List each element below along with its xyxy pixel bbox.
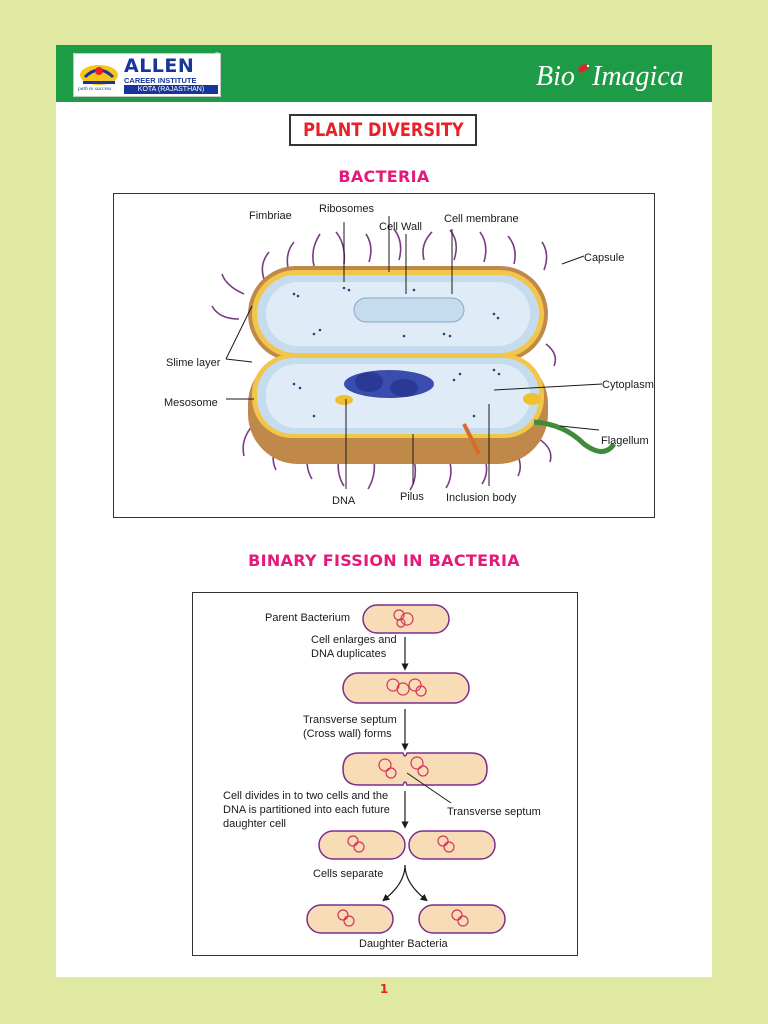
page-title-box: PLANT DIVERSITY: [289, 114, 477, 146]
label-divide-1: Cell divides in to two cells and the: [223, 790, 388, 802]
label-cytoplasm: Cytoplasm: [602, 379, 654, 391]
bio-logo-part1: Bio: [536, 61, 575, 92]
header-bar: ALLEN CAREER INSTITUTE KOTA (RAJASTHAN) …: [56, 45, 712, 102]
bird-icon: [578, 64, 590, 73]
label-ribosomes: Ribosomes: [319, 203, 375, 215]
label-pilus: Pilus: [400, 491, 424, 503]
daughter-cell-right: [418, 904, 506, 934]
label-cell-membrane: Cell membrane: [444, 213, 519, 225]
allen-emblem-icon: [80, 65, 118, 85]
label-capsule: Capsule: [584, 252, 624, 264]
lower-cell: [248, 354, 617, 464]
allen-city: KOTA (RAJASTHAN): [124, 85, 218, 94]
flagellum-shape: [533, 419, 617, 454]
label-divide-2: DNA is partitioned into each future: [223, 804, 390, 816]
binary-fission-figure: Parent Bacterium Cell enlarges and DNA d…: [192, 592, 578, 956]
page-number: 1: [379, 982, 389, 996]
label-inclusion-body: Inclusion body: [446, 492, 517, 504]
label-parent: Parent Bacterium: [265, 612, 350, 624]
document-page: ALLEN CAREER INSTITUTE KOTA (RAJASTHAN) …: [56, 45, 712, 977]
bacteria-diagram: Fimbriae Ribosomes Cell Wall Cell membra…: [164, 203, 654, 507]
allen-tagline: path to success: [78, 86, 112, 92]
label-daughter: Daughter Bacteria: [359, 938, 449, 950]
label-cells-separate: Cells separate: [313, 868, 383, 880]
binary-fission-diagram: Parent Bacterium Cell enlarges and DNA d…: [223, 604, 541, 950]
upper-cell: [248, 266, 548, 362]
label-dna: DNA: [332, 495, 356, 507]
label-mesosome: Mesosome: [164, 397, 218, 409]
allen-logo: ALLEN CAREER INSTITUTE KOTA (RAJASTHAN) …: [73, 53, 221, 97]
dividing-cell-right: [408, 830, 496, 860]
registered-mark: ®: [214, 51, 220, 60]
daughter-cell-left: [306, 904, 394, 934]
label-divide-3: daughter cell: [223, 818, 286, 830]
label-septum-1: Transverse septum: [303, 714, 397, 726]
inclusion-body-shape: [523, 393, 541, 405]
parent-cell: [362, 604, 450, 634]
allen-name: ALLEN: [124, 55, 195, 77]
enlarged-cell: [342, 672, 470, 704]
label-fimbriae: Fimbriae: [249, 210, 292, 222]
section-heading-binary-fission: BINARY FISSION IN BACTERIA: [248, 551, 520, 570]
label-cell-wall: Cell Wall: [379, 221, 422, 233]
section-heading-bacteria: BACTERIA: [338, 167, 430, 186]
page-title: PLANT DIVERSITY: [302, 119, 464, 141]
allen-subtitle: CAREER INSTITUTE: [124, 76, 197, 85]
label-transverse-septum: Transverse septum: [447, 806, 541, 818]
mesosome-body: [335, 395, 353, 405]
bio-logo-part2: Imagica: [591, 61, 684, 92]
label-slime-layer: Slime layer: [166, 357, 221, 369]
dividing-cell-left: [318, 830, 406, 860]
dna-cluster: [344, 370, 434, 398]
label-flagellum: Flagellum: [601, 435, 649, 447]
label-enlarge-2: DNA duplicates: [311, 648, 387, 660]
bio-imagica-logo: Bio Imagica: [536, 61, 684, 92]
label-enlarge-1: Cell enlarges and: [311, 634, 397, 646]
pilus-shape: [462, 423, 481, 455]
bacteria-figure: Fimbriae Ribosomes Cell Wall Cell membra…: [113, 193, 655, 518]
label-septum-2: (Cross wall) forms: [303, 728, 392, 740]
